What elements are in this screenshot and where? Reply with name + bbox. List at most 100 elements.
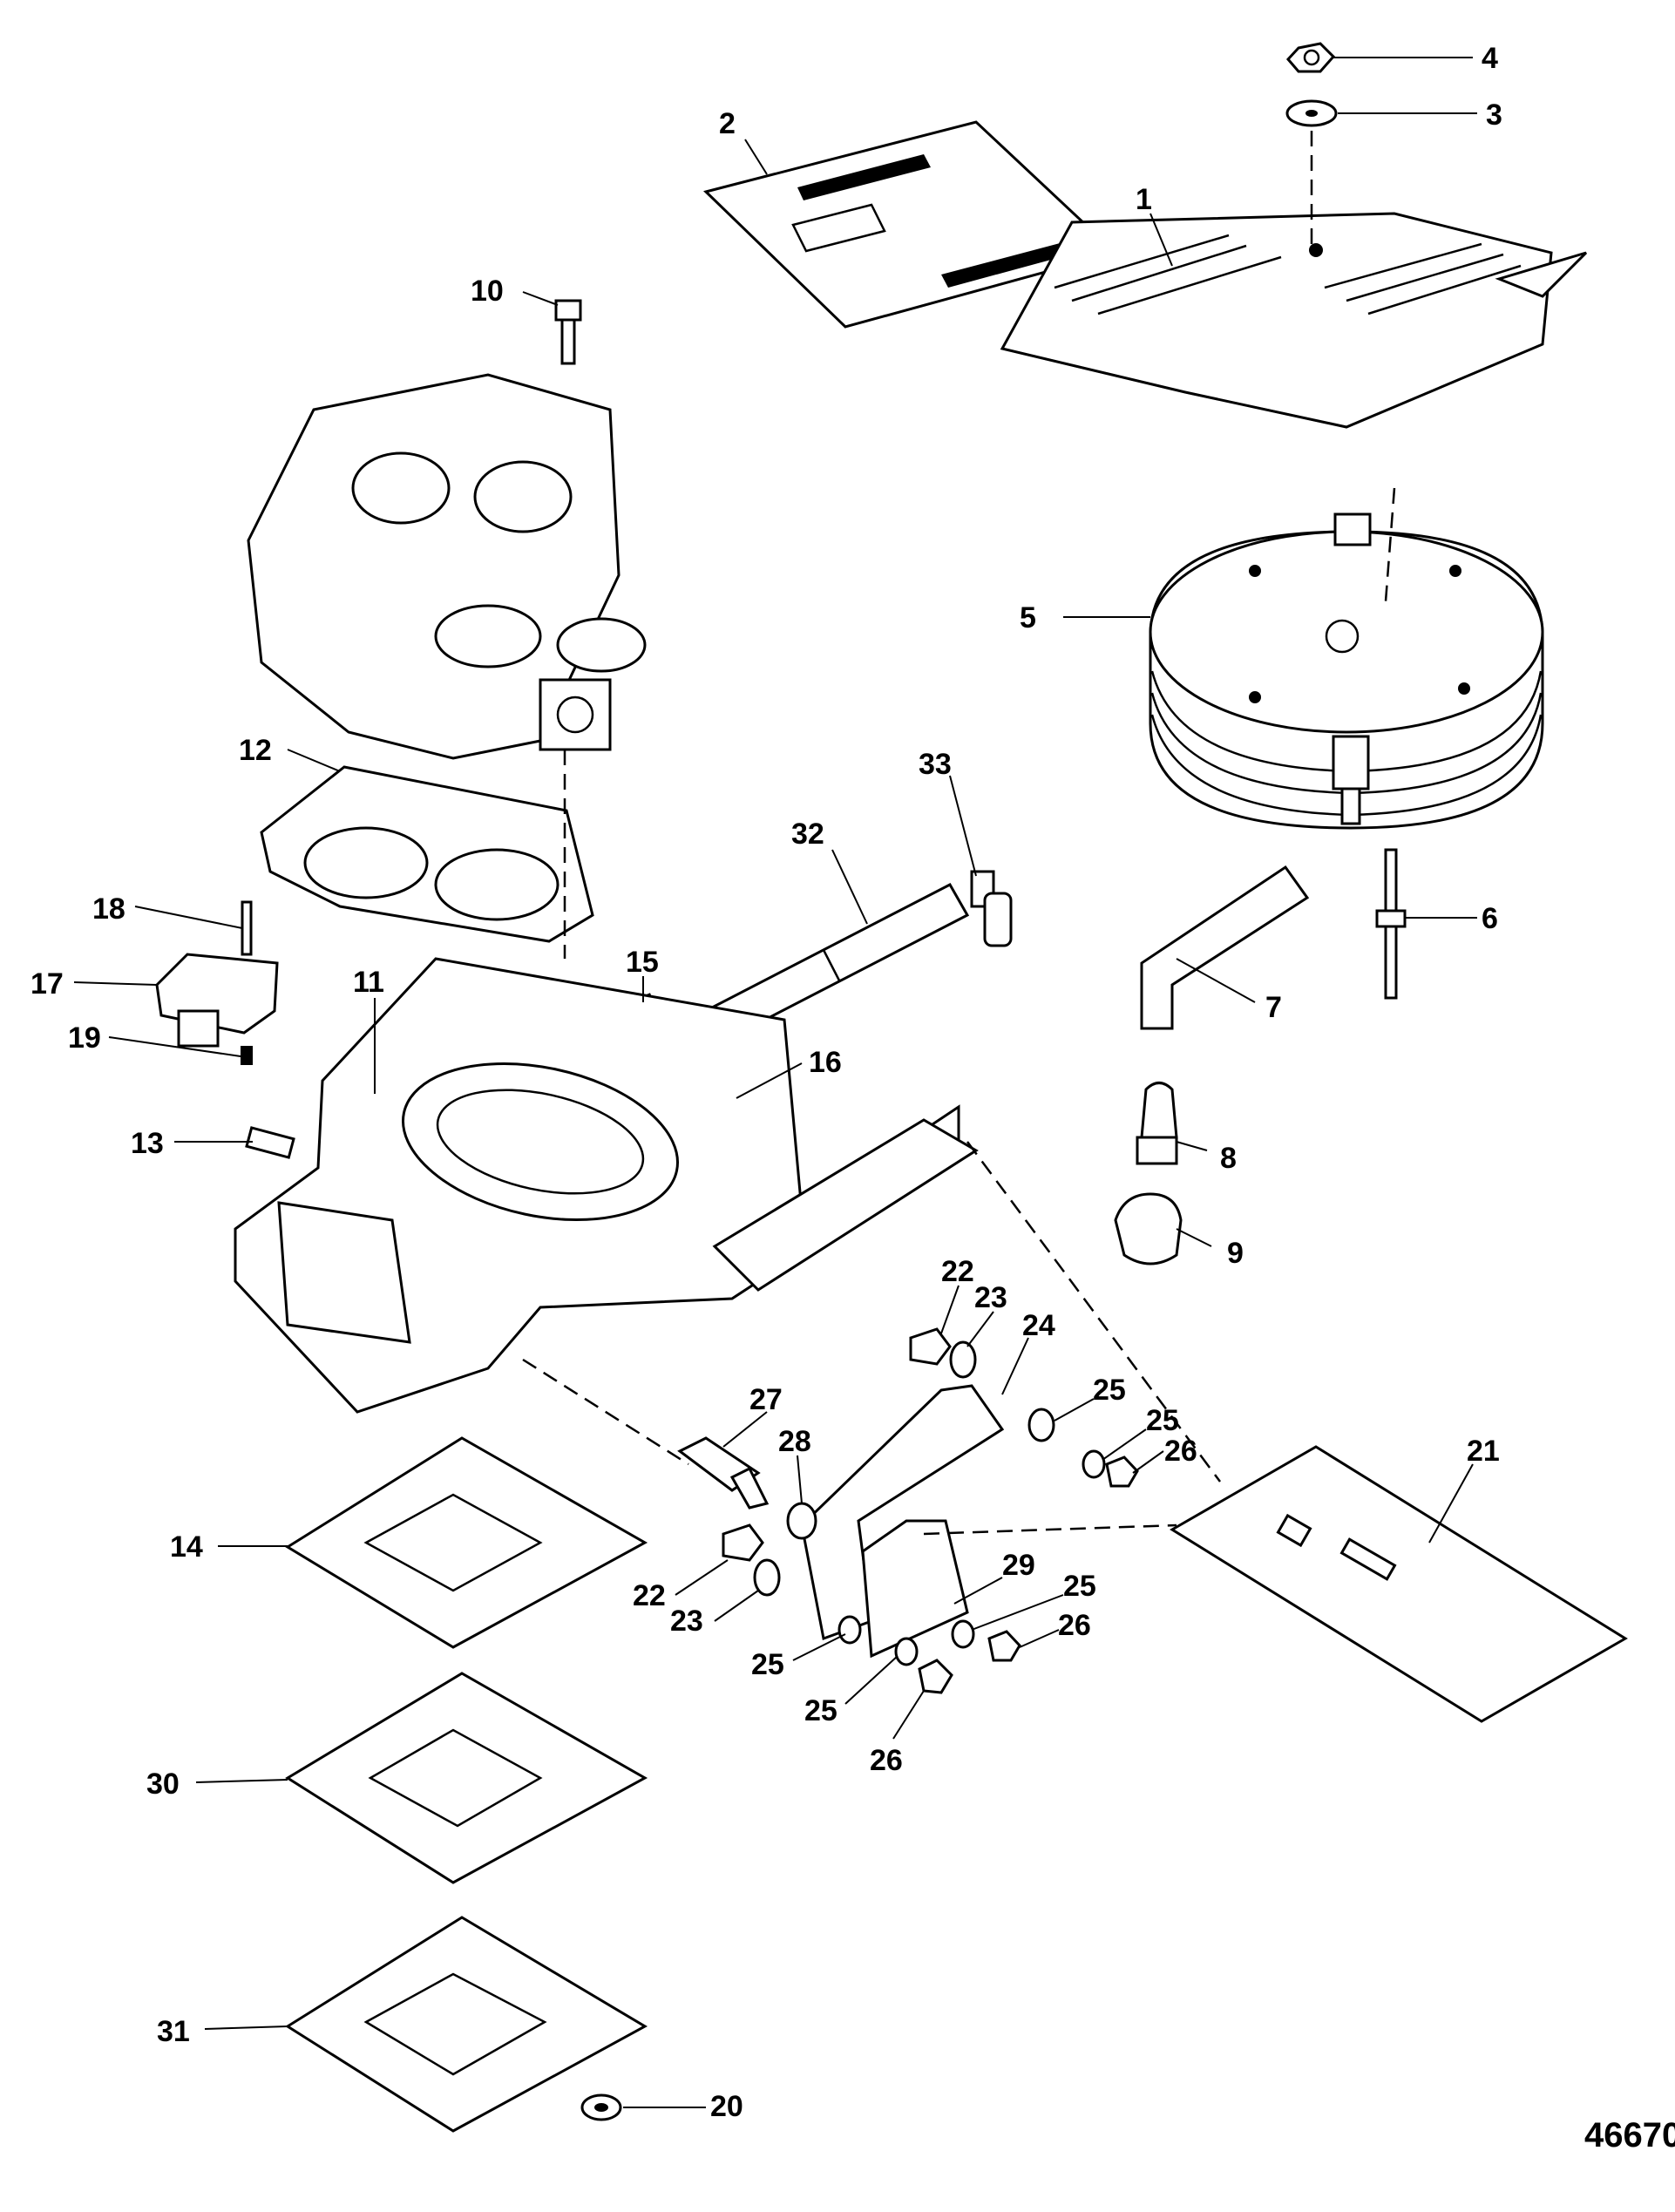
figure-number: 46670: [1584, 2116, 1675, 2154]
callout-n17: 18: [92, 892, 125, 926]
callout-n3: 4: [1482, 42, 1498, 75]
part-29-lever: [861, 1519, 969, 1659]
part-31-gasket: [285, 1916, 648, 2133]
part-6-stud: [1375, 848, 1407, 1000]
callout-n9: 10: [471, 275, 504, 308]
callout-n19: 20: [710, 2090, 743, 2123]
leader-line: [940, 1285, 960, 1334]
leader-line: [1001, 1337, 1029, 1395]
callout-repeat_nr26a: 26: [1058, 1609, 1091, 1642]
callout-n21: 22: [941, 1255, 974, 1288]
callout-n0: 1: [1136, 183, 1152, 216]
leader-line: [1176, 958, 1256, 1003]
part-18-screw: [241, 900, 253, 956]
leader-line: [844, 1655, 899, 1705]
leader-line: [892, 1690, 925, 1740]
callout-n23: 24: [1022, 1309, 1055, 1342]
leader-line: [736, 1062, 803, 1099]
callout-n24: 25: [1093, 1374, 1126, 1407]
callout-n16: 17: [31, 967, 64, 1001]
leader-line: [73, 981, 158, 986]
callout-n11: 12: [239, 734, 272, 767]
leader-line: [971, 1594, 1064, 1631]
leader-line: [1102, 1428, 1147, 1461]
callout-repeat_nr25a: 25: [1146, 1404, 1179, 1437]
callout-n22: 23: [974, 1281, 1007, 1314]
leader-line: [831, 849, 868, 925]
washer: [951, 1619, 975, 1649]
leader-line: [195, 1779, 288, 1783]
part-10-bolt: [554, 299, 582, 365]
leader-line: [522, 291, 559, 306]
part-11-adapter-plate: [234, 957, 979, 1414]
callout-n4: 5: [1020, 601, 1036, 634]
part-4-nut: [1285, 42, 1336, 73]
assembly-line: [966, 1141, 1222, 1483]
leader-line: [1019, 1629, 1060, 1648]
leader-line: [287, 749, 341, 772]
callout-n29: 30: [146, 1768, 180, 1801]
part-3-washer: [1285, 99, 1338, 127]
callout-n20: 21: [1467, 1435, 1500, 1468]
assembly-line: [1384, 487, 1396, 602]
leader-line: [108, 1036, 241, 1057]
leader-line: [1176, 1141, 1208, 1151]
leader-line: [744, 139, 768, 175]
callout-n10: 11: [353, 966, 384, 999]
part-33-elbow-fitting: [970, 870, 1013, 947]
part-2-decal: [703, 120, 1118, 329]
part-9-cap: [1114, 1192, 1183, 1265]
part-30-gasket: [285, 1672, 648, 1884]
leader-line: [1428, 1463, 1474, 1544]
assembly-lines: [522, 131, 1396, 1536]
callout-n25: 26: [1164, 1435, 1197, 1468]
callout-n31: 32: [791, 818, 824, 851]
leader-line: [722, 1411, 768, 1448]
part-19-screw: [241, 1046, 253, 1065]
assembly-line: [923, 1523, 1177, 1536]
callout-repeat_nr25d: 25: [804, 1694, 838, 1727]
leader-line: [1132, 1450, 1164, 1474]
callout-repeat_nr22: 22: [633, 1579, 666, 1612]
part-17-sensor: [155, 953, 279, 1048]
callout-n30: 31: [157, 2015, 190, 2048]
callout-n15: 16: [809, 1046, 842, 1079]
callout-repeat_nr26b: 26: [870, 1744, 903, 1777]
leader-line: [953, 1577, 1003, 1605]
leader-line: [675, 1559, 729, 1596]
leader-line: [714, 1590, 759, 1622]
leader-line: [792, 1633, 846, 1661]
part-5-air-cleaner: [1149, 512, 1544, 830]
callout-repeat_nr25c: 25: [751, 1648, 784, 1681]
callout-n1: 2: [719, 107, 736, 140]
washer: [1082, 1449, 1106, 1479]
callout-n8: 9: [1227, 1237, 1244, 1270]
callout-repeat_nr25b: 25: [1063, 1570, 1096, 1603]
part-12-gasket: [260, 765, 594, 943]
callout-n2: 3: [1486, 98, 1502, 132]
leader-line: [1176, 1228, 1212, 1247]
callout-n13: 14: [170, 1530, 203, 1564]
part-23-spacers: [753, 1340, 977, 1597]
washer: [838, 1615, 862, 1645]
washer: [786, 1502, 817, 1540]
part-7-hose: [1140, 865, 1310, 1030]
assembly-line: [522, 1358, 689, 1466]
part-22-bolts: [722, 1327, 952, 1562]
callout-n26: 27: [749, 1383, 783, 1416]
washer: [1027, 1408, 1055, 1442]
washer: [894, 1637, 919, 1666]
part-25-washers: [786, 1408, 1106, 1666]
part-13-fitting: [245, 1126, 295, 1159]
leader-line: [949, 775, 977, 877]
callout-n27: 28: [778, 1425, 811, 1458]
callout-n12: 13: [131, 1127, 164, 1160]
callout-n5: 6: [1482, 902, 1498, 935]
callout-n18: 19: [68, 1021, 101, 1055]
part-27-stud: [677, 1436, 770, 1510]
callout-n14: 15: [626, 946, 659, 979]
leader-line: [797, 1455, 803, 1504]
part-20-grommet: [580, 2093, 622, 2121]
